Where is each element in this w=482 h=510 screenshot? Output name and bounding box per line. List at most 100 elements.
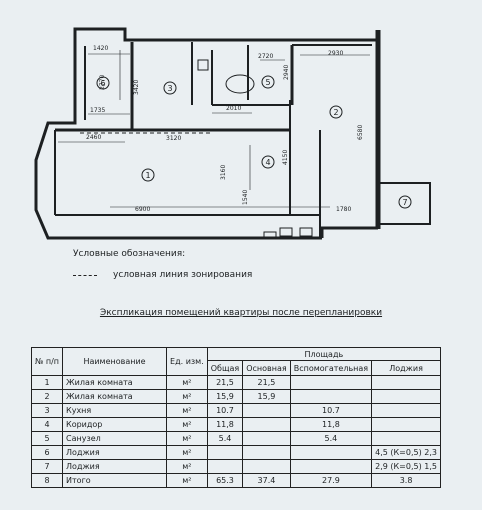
- room-table: № п/п Наименование Ед. изм. Площадь Обща…: [30, 347, 442, 488]
- cell-name: Санузел: [62, 431, 168, 446]
- dim-label: 1735: [90, 107, 105, 114]
- cell-n: 2: [30, 389, 64, 404]
- cell-main: 21,5: [242, 375, 291, 390]
- legend-title: Условные обозначения:: [73, 249, 186, 259]
- cell-aux: 27.9: [289, 473, 373, 488]
- cell-unit: м²: [166, 445, 208, 460]
- cell-loggia: [371, 417, 441, 432]
- col-num: № п/п: [30, 347, 64, 376]
- cell-name: Лоджия: [62, 445, 168, 460]
- dim-label: 2460: [86, 134, 101, 141]
- floor-plan: 1420 2770 1735 3420 2720 2940 2930 2010 …: [34, 27, 431, 240]
- dim-label: 4150: [282, 150, 289, 165]
- cell-main: 37.4: [242, 473, 291, 488]
- cell-n: 8: [30, 473, 64, 488]
- room-number: 5: [265, 78, 270, 87]
- dim-label: 1420: [93, 45, 108, 52]
- col-aux: Вспомогательная: [289, 360, 373, 376]
- cell-main: [242, 431, 291, 446]
- cell-aux: [289, 459, 373, 474]
- col-main: Основная: [242, 360, 291, 376]
- cell-loggia: [371, 389, 441, 404]
- cell-loggia: 3.8: [371, 473, 441, 488]
- dim-label: 6580: [357, 125, 364, 140]
- cell-total: 10.7: [206, 403, 244, 418]
- cell-main: [242, 445, 291, 460]
- dim-label: 3160: [220, 165, 227, 180]
- dim-label: 1540: [242, 190, 249, 205]
- cell-unit: м²: [166, 403, 208, 418]
- dim-label: 2720: [258, 53, 273, 60]
- col-loggia: Лоджия: [371, 360, 441, 376]
- dim-label: 2770: [99, 75, 106, 90]
- cell-aux: [289, 445, 373, 460]
- cell-unit: м²: [166, 431, 208, 446]
- dim-label: 2010: [226, 105, 241, 112]
- dim-label: 1780: [336, 206, 351, 213]
- cell-main: [242, 459, 291, 474]
- dim-label: 6900: [135, 206, 150, 213]
- cell-loggia: [371, 403, 441, 418]
- legend-zoning-label: условная линия зонирования: [113, 270, 253, 280]
- dim-label: 3420: [133, 80, 140, 95]
- cell-name: Жилая комната: [62, 375, 168, 390]
- cell-main: [242, 417, 291, 432]
- dim-label: 2940: [283, 65, 290, 80]
- cell-total: 21,5: [206, 375, 244, 390]
- cell-main: 15,9: [242, 389, 291, 404]
- cell-name: Жилая комната: [62, 389, 168, 404]
- cell-loggia: 2,9 (К=0,5) 1,5: [371, 459, 441, 474]
- cell-aux: [289, 375, 373, 390]
- cell-aux: 11,8: [289, 417, 373, 432]
- room-number: 3: [167, 84, 172, 93]
- cell-n: 5: [30, 431, 64, 446]
- cell-aux: 5.4: [289, 431, 373, 446]
- dim-label: 2930: [328, 50, 343, 57]
- cell-loggia: 4,5 (К=0,5) 2,3: [371, 445, 441, 460]
- cell-n: 3: [30, 403, 64, 418]
- cell-n: 4: [30, 417, 64, 432]
- cell-aux: [289, 389, 373, 404]
- cell-unit: м²: [166, 375, 208, 390]
- cell-n: 1: [30, 375, 64, 390]
- dim-label: 3120: [166, 135, 181, 142]
- col-unit: Ед. изм.: [166, 347, 208, 376]
- col-total: Общая: [206, 360, 244, 376]
- cell-main: [242, 403, 291, 418]
- cell-name: Итого: [62, 473, 168, 488]
- cell-name: Лоджия: [62, 459, 168, 474]
- cell-unit: м²: [166, 417, 208, 432]
- cell-total: [206, 445, 244, 460]
- cell-total: [206, 459, 244, 474]
- cell-name: Коридор: [62, 417, 168, 432]
- cell-n: 6: [30, 445, 64, 460]
- cell-unit: м²: [166, 473, 208, 488]
- col-area: Площадь: [206, 347, 442, 361]
- cell-total: 15,9: [206, 389, 244, 404]
- cell-total: 5.4: [206, 431, 244, 446]
- room-number: 4: [265, 158, 270, 167]
- room-number: 6: [100, 79, 105, 88]
- zoning-line-sample: [73, 275, 97, 276]
- room-number: 1: [145, 171, 150, 180]
- cell-total: 11,8: [206, 417, 244, 432]
- col-name: Наименование: [62, 347, 168, 376]
- table-title: Экспликация помещений квартиры после пер…: [99, 308, 383, 318]
- cell-loggia: [371, 431, 441, 446]
- cell-name: Кухня: [62, 403, 168, 418]
- cell-n: 7: [30, 459, 64, 474]
- room-number: 2: [333, 108, 338, 117]
- cell-total: 65.3: [206, 473, 244, 488]
- cell-aux: 10.7: [289, 403, 373, 418]
- cell-loggia: [371, 375, 441, 390]
- cell-unit: м²: [166, 389, 208, 404]
